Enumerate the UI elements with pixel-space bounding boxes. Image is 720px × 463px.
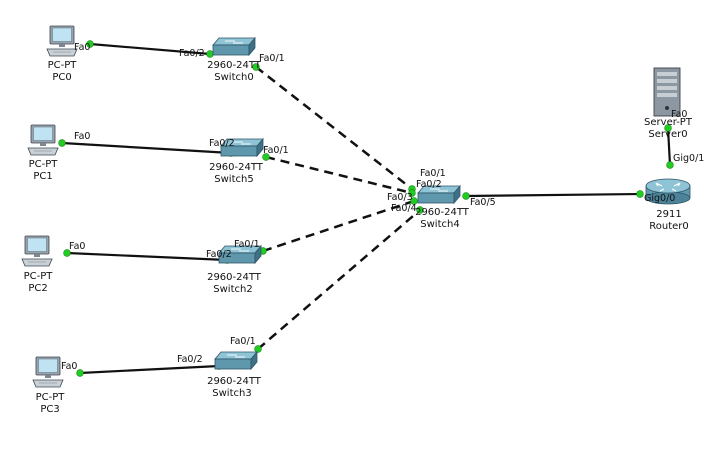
pc-icon	[32, 356, 64, 388]
pc-icon	[46, 25, 78, 57]
cable-pc0-switch0[interactable]	[89, 42, 211, 56]
port-label: Fa0/5	[470, 197, 496, 208]
port-label: Fa0/1	[263, 145, 289, 156]
port-label: Gig0/1	[673, 153, 704, 164]
device-model: 2960-24TT	[207, 272, 262, 283]
cable-switch0-switch4[interactable]	[255, 66, 413, 190]
device-pc2[interactable]: PC-PT PC2	[21, 235, 54, 294]
device-model: PC-PT	[24, 271, 54, 282]
device-name: Switch2	[213, 284, 252, 295]
port-label: Fa0/1	[234, 239, 260, 250]
link-light	[86, 40, 94, 48]
port-labels: Fa0 Fa0/2 Fa0/1 Fa0 Fa0/2 Fa0/1 Fa0 Fa0/…	[61, 42, 704, 372]
port-label: Fa0/3	[387, 192, 413, 203]
link-light	[666, 161, 674, 169]
server-icon	[653, 67, 681, 117]
device-model: 2960-24TT	[207, 60, 262, 71]
cable-switch5-switch4[interactable]	[265, 155, 413, 195]
device-name: PC3	[40, 404, 59, 415]
link-light	[252, 63, 260, 71]
link-light	[408, 189, 416, 197]
device-name: Switch5	[214, 174, 253, 185]
port-label: Fa0	[69, 241, 85, 252]
switch-icon	[212, 37, 256, 56]
device-name: Switch0	[214, 72, 253, 83]
device-pc0[interactable]: PC-PT PC0	[46, 25, 78, 83]
port-label: Fa0/2	[209, 138, 235, 149]
device-name: PC0	[52, 72, 71, 83]
cable-switch3-switch4[interactable]	[257, 209, 421, 350]
device-model: PC-PT	[29, 159, 59, 170]
link-lights	[58, 40, 674, 377]
link-light	[63, 249, 71, 257]
device-server0[interactable]: Server-PT Server0	[644, 67, 693, 140]
device-pc1[interactable]: PC-PT PC1	[27, 124, 59, 182]
cable-switch2-switch4[interactable]	[262, 199, 415, 253]
device-model: Server-PT	[644, 117, 693, 128]
port-label: Fa0/2	[179, 48, 205, 59]
cable-pc1-switch5[interactable]	[61, 141, 232, 155]
device-model: 2960-24TT	[415, 207, 470, 218]
port-label: Fa0/1	[420, 168, 446, 179]
link-light	[58, 139, 66, 147]
link-light	[664, 124, 672, 132]
device-name: Switch4	[420, 219, 459, 230]
pc-icon	[21, 235, 53, 267]
link-light	[416, 206, 424, 214]
cable-pc2-switch2[interactable]	[66, 251, 228, 262]
port-label: Fa0/1	[259, 53, 285, 64]
link-light	[254, 345, 262, 353]
port-label: Fa0	[74, 131, 90, 142]
port-label: Fa0/2	[416, 179, 442, 190]
port-label: Fa0/2	[206, 249, 232, 260]
port-label: Fa0	[74, 42, 90, 53]
device-model: 2960-24TT	[207, 376, 262, 387]
device-switch0[interactable]: 2960-24TT Switch0	[207, 37, 262, 83]
cables	[61, 42, 672, 375]
device-name: PC1	[33, 171, 52, 182]
port-label: Gig0/0	[644, 193, 675, 204]
device-model: 2911	[656, 209, 681, 220]
device-name: PC2	[28, 283, 47, 294]
device-switch3[interactable]: 2960-24TT Switch3	[207, 351, 262, 399]
device-router0[interactable]: 2911 Router0	[645, 178, 691, 232]
port-label: Fa0	[61, 361, 77, 372]
device-pc3[interactable]: PC-PT PC3	[32, 356, 66, 415]
device-switch2[interactable]: 2960-24TT Switch2	[207, 245, 262, 295]
cable-router0-server0[interactable]	[666, 127, 672, 166]
device-name: Server0	[648, 129, 687, 140]
port-label: Fa0/2	[177, 354, 203, 365]
device-switch5[interactable]: 2960-24TT Switch5	[209, 138, 264, 185]
device-switch4[interactable]: 2960-24TT Switch4	[415, 185, 470, 230]
link-light	[462, 192, 470, 200]
device-name: Router0	[649, 221, 689, 232]
pc-icon	[27, 124, 59, 156]
device-model: 2960-24TT	[209, 162, 264, 173]
device-model: PC-PT	[48, 60, 78, 71]
device-model: PC-PT	[36, 392, 66, 403]
link-light	[262, 153, 270, 161]
router-icon	[645, 178, 691, 205]
link-light	[206, 50, 214, 58]
device-name: Switch3	[212, 388, 251, 399]
port-label: Fa0	[671, 109, 687, 120]
link-light	[636, 190, 644, 198]
link-light	[76, 369, 84, 377]
port-label: Fa0/1	[230, 336, 256, 347]
cable-pc3-switch3[interactable]	[79, 364, 220, 375]
cable-switch4-router0[interactable]	[465, 192, 641, 198]
port-label: Fa0/4	[391, 203, 417, 214]
link-light	[410, 197, 418, 205]
switch-icon	[214, 351, 258, 370]
